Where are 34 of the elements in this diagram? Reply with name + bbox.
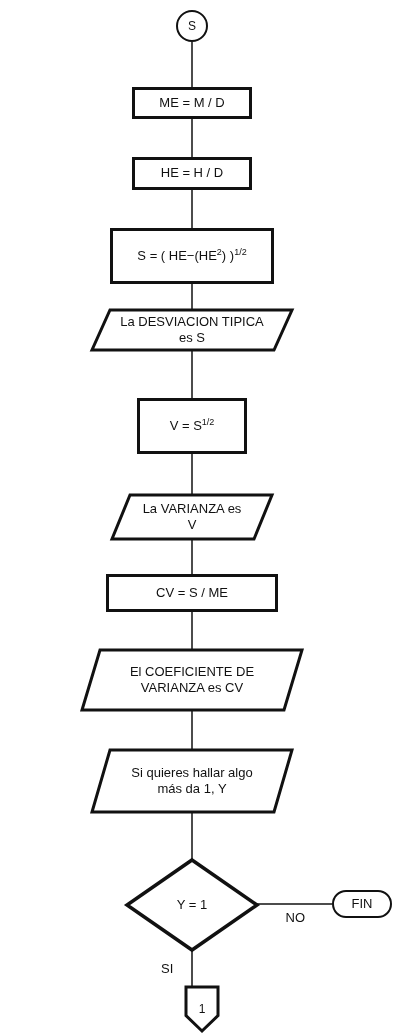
node-text: Y = 1: [176, 896, 208, 914]
io-parallelogram: [92, 310, 292, 350]
node-text: 1: [198, 1001, 206, 1017]
node-text: La DESVIACION TIPICA es S: [119, 313, 265, 347]
connector-line: [191, 41, 193, 88]
connector-line: [191, 453, 193, 496]
process-box: [137, 398, 247, 454]
node-text: Si quieres hallar algo más da 1, Y: [130, 764, 254, 798]
end-terminal: [332, 890, 392, 918]
process-box: [110, 228, 274, 284]
decision-diamond: [127, 860, 257, 950]
io-parallelogram: [92, 750, 292, 812]
connector-line: [191, 118, 193, 158]
connector-line: [191, 189, 193, 229]
process-box: [132, 157, 252, 190]
node-text: El COEFICIENTE DE VARIANZA es CV: [128, 663, 256, 697]
node-text: S: [188, 18, 196, 34]
start-circle: [176, 10, 208, 42]
node-text: HE = H / D: [160, 165, 224, 182]
process-box: [106, 574, 278, 612]
node-text: FIN: [351, 895, 373, 913]
connector-line: [191, 283, 193, 311]
node-text: S = ( HE−(HE$^{2}$) )$^{1/2}$: [137, 247, 247, 265]
node-text: ME = M / D: [159, 94, 225, 112]
io-parallelogram: [112, 495, 272, 539]
node-text: CV = S / ME: [156, 584, 228, 602]
connector-line: [191, 949, 193, 988]
io-parallelogram: [82, 650, 302, 710]
process-box: [132, 87, 252, 119]
node-text: La VARIANZA es V: [141, 500, 243, 534]
node-text: V = S$^{1/2}$: [169, 417, 215, 435]
edge-label: NO: [284, 910, 306, 925]
connector-line: [191, 611, 193, 651]
connector-line: [256, 903, 333, 905]
